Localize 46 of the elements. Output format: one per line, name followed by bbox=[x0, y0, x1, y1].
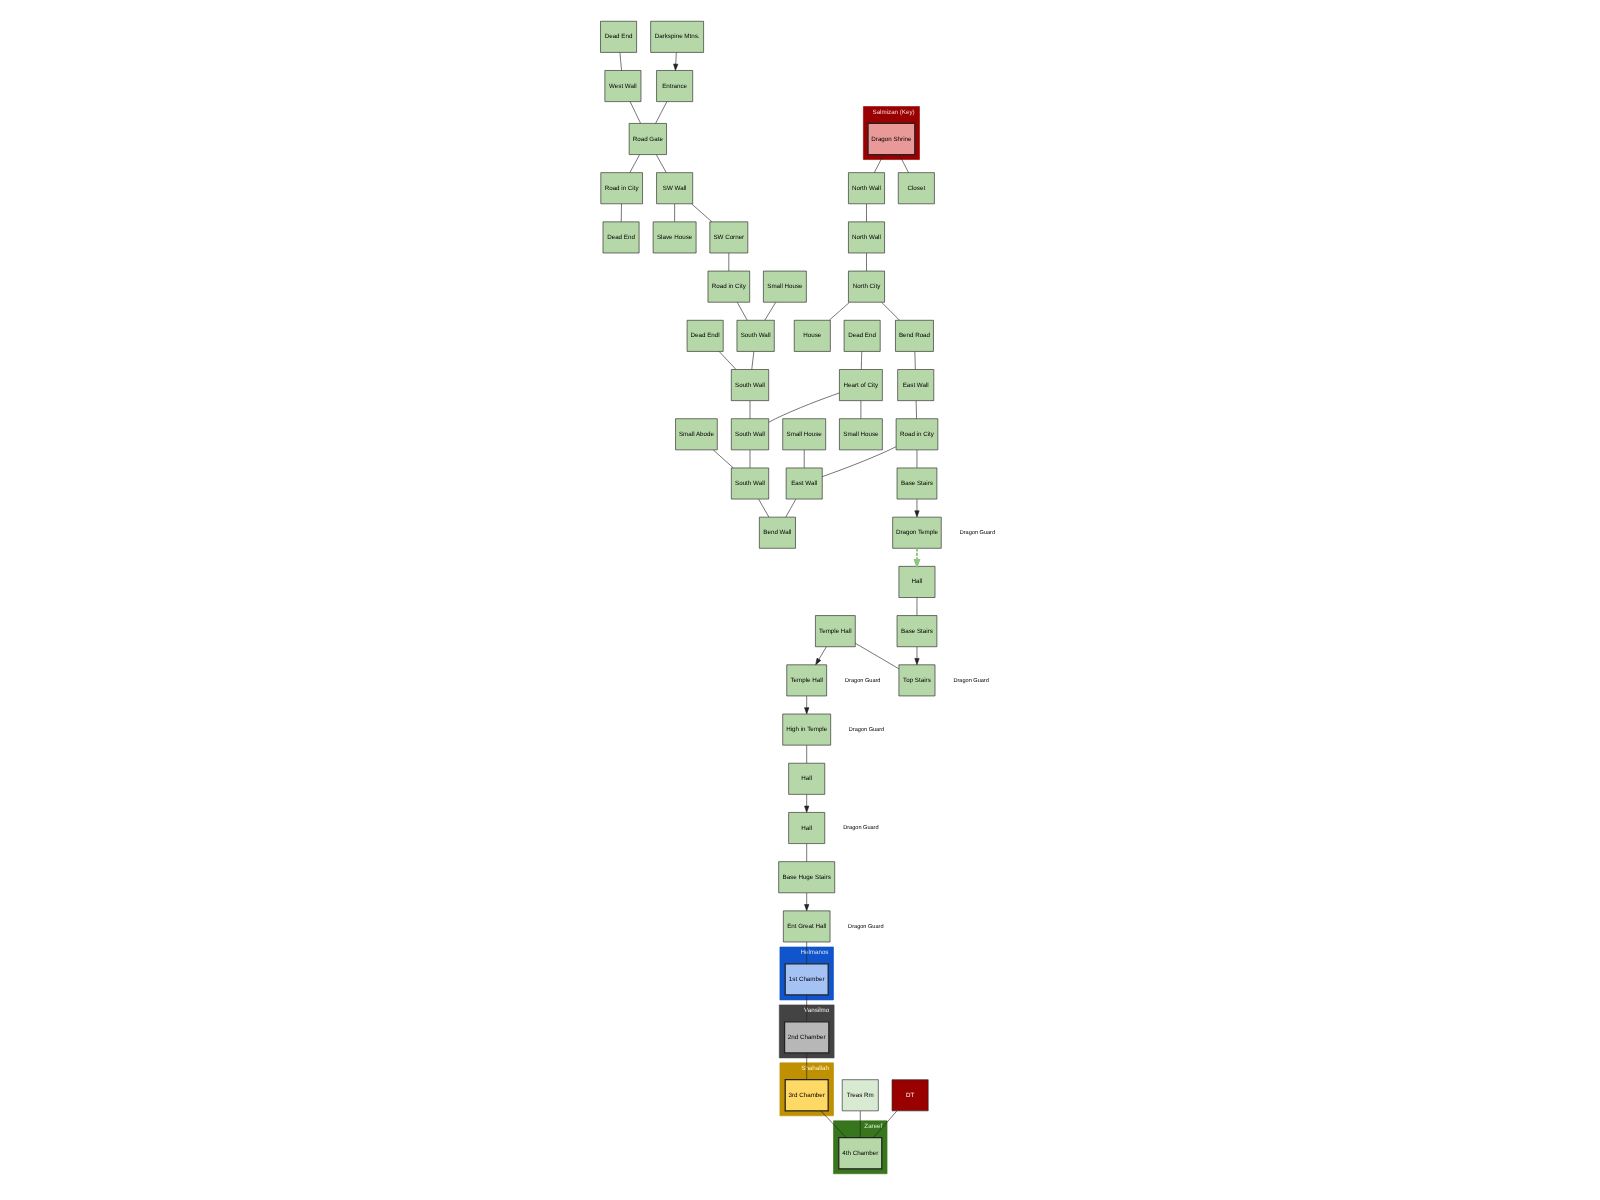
connector bbox=[866, 203, 867, 223]
connector bbox=[874, 154, 884, 173]
connector bbox=[629, 101, 641, 124]
connector bbox=[758, 499, 770, 518]
arrow bbox=[804, 794, 810, 813]
connector bbox=[619, 52, 622, 71]
connector bbox=[881, 302, 900, 321]
connector bbox=[855, 643, 900, 670]
arrow bbox=[804, 695, 810, 715]
arrow bbox=[914, 646, 920, 665]
connector bbox=[674, 203, 675, 223]
connector bbox=[806, 745, 807, 764]
connector bbox=[806, 1052, 807, 1080]
connector bbox=[866, 252, 867, 272]
connector bbox=[691, 203, 713, 223]
connector bbox=[713, 449, 734, 469]
arrow bbox=[804, 892, 810, 912]
connector bbox=[829, 302, 850, 321]
connector bbox=[860, 400, 862, 419]
arrow bbox=[673, 52, 679, 71]
connector bbox=[806, 994, 807, 1022]
connector bbox=[916, 597, 918, 616]
connector bbox=[785, 499, 797, 518]
connector bbox=[749, 400, 751, 419]
connector bbox=[737, 302, 748, 321]
connector bbox=[768, 392, 840, 423]
connector bbox=[620, 203, 622, 223]
arrow bbox=[914, 499, 920, 518]
connector bbox=[806, 941, 807, 964]
connector bbox=[764, 302, 776, 321]
connector bbox=[820, 1110, 847, 1138]
connector bbox=[914, 351, 916, 370]
connector bbox=[656, 154, 667, 173]
connector bbox=[806, 843, 807, 862]
connector bbox=[822, 446, 897, 477]
connector bbox=[859, 1110, 861, 1138]
arrow bbox=[815, 646, 827, 665]
connector bbox=[899, 154, 909, 173]
connector bbox=[655, 101, 668, 124]
connector bbox=[873, 1110, 898, 1138]
connector bbox=[861, 351, 863, 370]
connector bbox=[629, 154, 640, 173]
connector bbox=[719, 351, 737, 370]
connector bbox=[915, 400, 917, 419]
connector bbox=[751, 351, 755, 370]
arrow bbox=[913, 547, 921, 570]
